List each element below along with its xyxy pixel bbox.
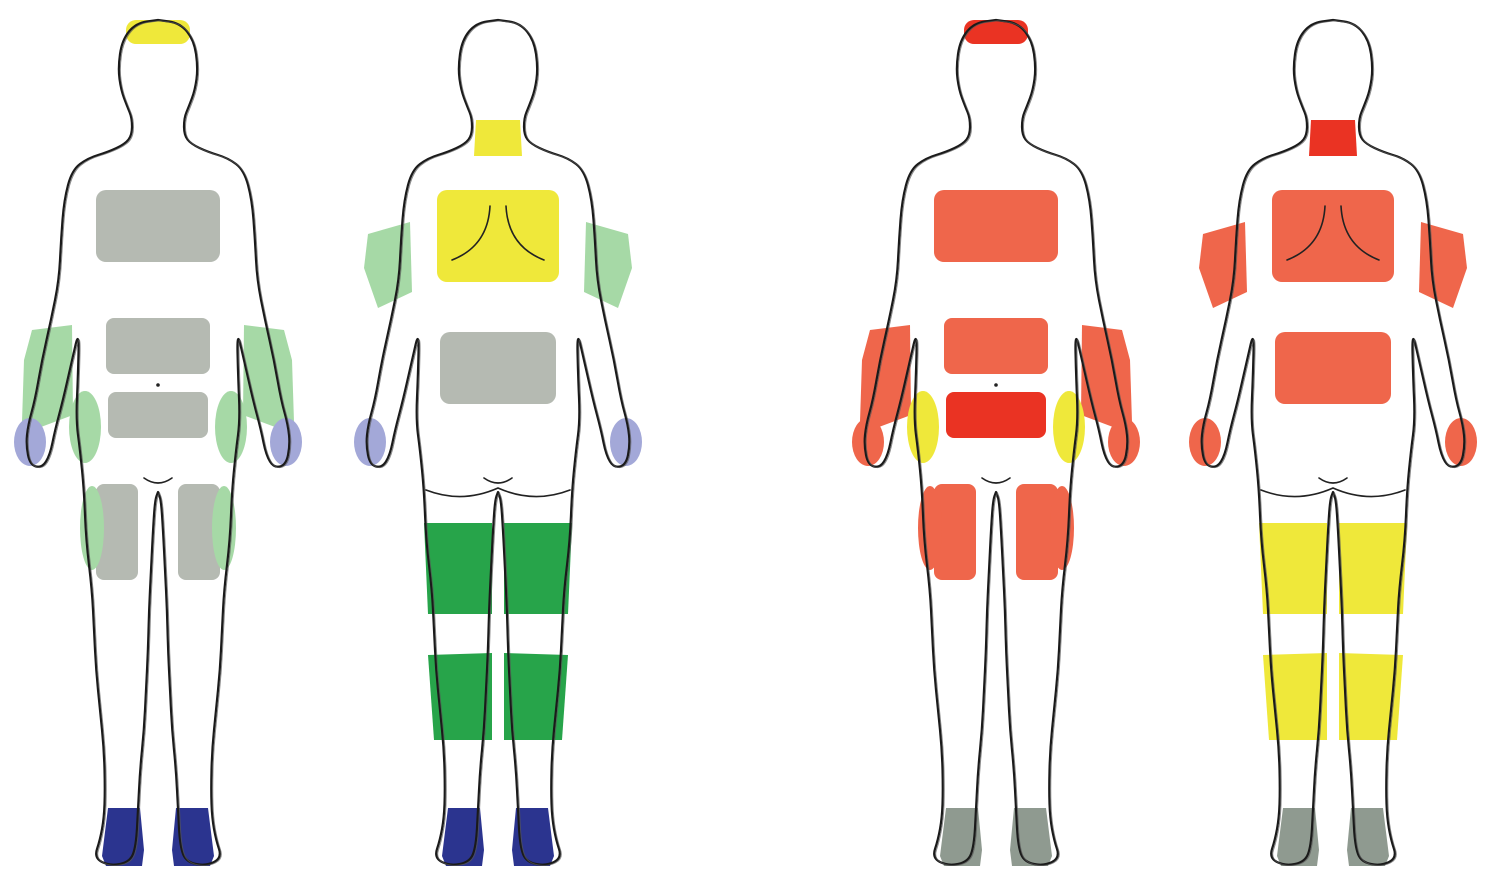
zone-thigh-back-right (1339, 523, 1407, 614)
zone-chest (934, 190, 1058, 262)
body-figure-2-back (354, 20, 642, 866)
groin-line (144, 478, 172, 483)
groin-line (1319, 478, 1347, 483)
figure-outline-sketch (866, 21, 1129, 866)
zone-forehead (126, 20, 190, 44)
groin-line (982, 478, 1010, 483)
zone-neck (474, 120, 522, 156)
zone-upper-arm-left (1199, 222, 1247, 308)
zone-upper-abdomen (944, 318, 1048, 374)
figure-outline-sketch (28, 21, 291, 866)
zone-upper-back (1272, 190, 1394, 282)
groin-line (484, 478, 512, 483)
zone-lower-back (440, 332, 556, 404)
body-figure-3-front (852, 20, 1140, 866)
zone-upper-arm-right (1419, 222, 1467, 308)
figure-outline (865, 20, 1128, 865)
zone-lower-back (1275, 332, 1391, 404)
navel-dot (994, 383, 998, 387)
figure-outline (27, 20, 290, 865)
body-figure-1-front (14, 20, 302, 866)
zone-lower-abdomen (946, 392, 1046, 438)
zone-upper-abdomen (106, 318, 210, 374)
zone-hip-left (69, 391, 101, 463)
zone-forehead (964, 20, 1028, 44)
zone-chest (96, 190, 220, 262)
zone-hip-right (1053, 391, 1085, 463)
zone-upper-arm-left (364, 222, 412, 308)
body-figure-4-back (1189, 20, 1477, 866)
zone-thigh-back-right (504, 523, 572, 614)
zone-lower-abdomen (108, 392, 208, 438)
zone-upper-arm-right (584, 222, 632, 308)
zone-neck (1309, 120, 1357, 156)
zone-hip-left (907, 391, 939, 463)
zone-upper-back (437, 190, 559, 282)
navel-dot (156, 383, 160, 387)
zone-hip-right (215, 391, 247, 463)
